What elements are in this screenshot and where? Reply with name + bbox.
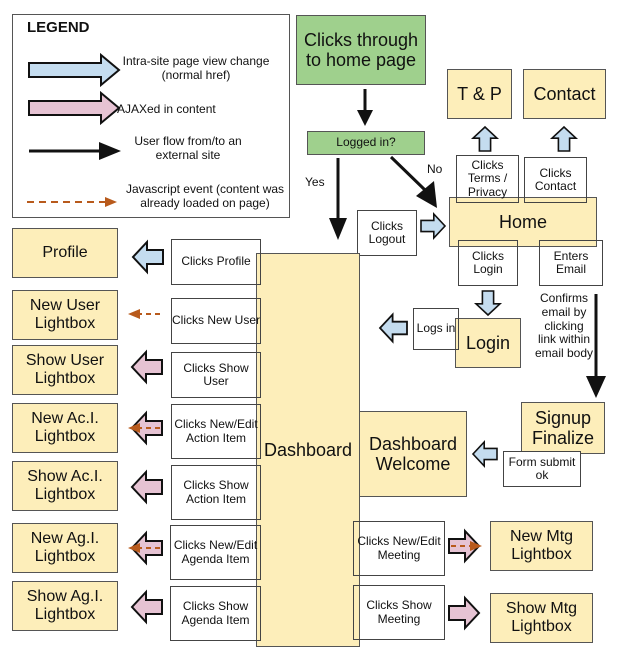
- arrow-to-show-agi: [131, 591, 163, 623]
- arrow-to-new-mtg: [448, 530, 480, 562]
- new-user-lightbox-node: New User Lightbox: [12, 290, 118, 340]
- action-enters-email[interactable]: Enters Email: [539, 240, 603, 286]
- show-aci-lightbox-node: Show Ac.I. Lightbox: [12, 461, 118, 511]
- arrow-to-dashboard-welcome: [472, 441, 498, 467]
- js-arrow-new-mtg: [451, 541, 482, 551]
- show-user-lightbox-node: Show User Lightbox: [12, 345, 118, 395]
- arrow-to-show-user: [131, 351, 163, 383]
- tp-node: T & P: [447, 69, 512, 119]
- action-clicks-new-meeting[interactable]: Clicks New/Edit Meeting: [353, 521, 445, 576]
- action-logs-in[interactable]: Logs in: [413, 308, 459, 350]
- show-agi-lightbox-node: Show Ag.I. Lightbox: [12, 581, 118, 631]
- pink-block-arrow-icon: [28, 91, 121, 125]
- arrow-to-show-aci: [131, 471, 163, 503]
- action-clicks-show-agenda-item[interactable]: Clicks Show Agenda Item: [170, 586, 261, 641]
- arrow-to-show-mtg: [448, 597, 480, 629]
- arrow-to-login: [475, 290, 501, 316]
- yes-label: Yes: [305, 175, 325, 189]
- action-clicks-login[interactable]: Clicks Login: [458, 240, 518, 286]
- arrow-to-tp: [472, 126, 498, 152]
- show-mtg-lightbox-node: Show Mtg Lightbox: [490, 593, 593, 643]
- blue-block-arrow-icon: [28, 53, 121, 87]
- action-clicks-new-agenda-item[interactable]: Clicks New/Edit Agenda Item: [170, 525, 261, 580]
- contact-node: Contact: [523, 69, 606, 119]
- arrow-to-contact: [551, 126, 577, 152]
- action-clicks-new-user[interactable]: Clicks New User: [171, 298, 261, 344]
- action-clicks-show-action-item[interactable]: Clicks Show Action Item: [171, 465, 261, 520]
- legend-label-external: User flow from/to an external site: [134, 134, 242, 162]
- arrow-logout-to-home: [420, 213, 446, 239]
- legend-label-intra-site: Intra-site page view change (normal href…: [122, 54, 270, 82]
- new-mtg-lightbox-node: New Mtg Lightbox: [490, 521, 593, 571]
- new-agi-lightbox-node: New Ag.I. Lightbox: [12, 523, 118, 573]
- legend: LEGEND Intra-site page view change (norm…: [12, 14, 290, 218]
- confirm-email-label: Confirms email by clicking link within e…: [534, 291, 594, 361]
- arrow-yes-to-dashboard: [329, 158, 347, 240]
- decision-logged-in: Logged in?: [307, 131, 425, 155]
- action-form-submit-ok[interactable]: Form submit ok: [503, 451, 581, 487]
- arrow-login-to-dashboard: [379, 313, 408, 343]
- legend-label-js-event: Javascript event (content was already lo…: [125, 182, 285, 210]
- action-clicks-contact[interactable]: Clicks Contact: [524, 157, 587, 203]
- js-arrow-new-aci: [128, 423, 160, 433]
- js-arrow-new-user: [128, 309, 160, 319]
- arrow-start-to-decision: [357, 89, 373, 126]
- legend-title: LEGEND: [27, 19, 90, 36]
- new-aci-lightbox-node: New Ac.I. Lightbox: [12, 403, 118, 453]
- home-node: Home: [449, 197, 597, 247]
- signup-finalize-node: Signup Finalize: [521, 402, 605, 454]
- black-arrow-icon: [29, 142, 121, 160]
- action-clicks-show-user[interactable]: Clicks Show User: [171, 352, 261, 398]
- action-clicks-terms[interactable]: Clicks Terms / Privacy: [456, 155, 519, 203]
- start-node: Clicks through to home page: [296, 15, 426, 85]
- arrow-to-profile: [132, 241, 164, 273]
- dashboard-node: Dashboard: [256, 253, 360, 647]
- action-clicks-new-action-item[interactable]: Clicks New/Edit Action Item: [171, 404, 261, 459]
- legend-label-ajax: AJAXed in content: [117, 102, 216, 116]
- login-node: Login: [455, 318, 521, 368]
- dashboard-welcome-node: Dashboard Welcome: [359, 411, 467, 497]
- dashed-orange-arrow-icon: [27, 197, 117, 207]
- profile-node: Profile: [12, 228, 118, 278]
- action-clicks-profile[interactable]: Clicks Profile: [171, 239, 261, 285]
- no-label: No: [427, 162, 443, 176]
- arrow-to-new-agi: [131, 532, 163, 564]
- action-clicks-show-meeting[interactable]: Clicks Show Meeting: [353, 585, 445, 640]
- js-arrow-new-agi: [128, 543, 160, 553]
- arrow-to-new-aci: [131, 412, 163, 444]
- action-clicks-logout[interactable]: Clicks Logout: [357, 210, 417, 256]
